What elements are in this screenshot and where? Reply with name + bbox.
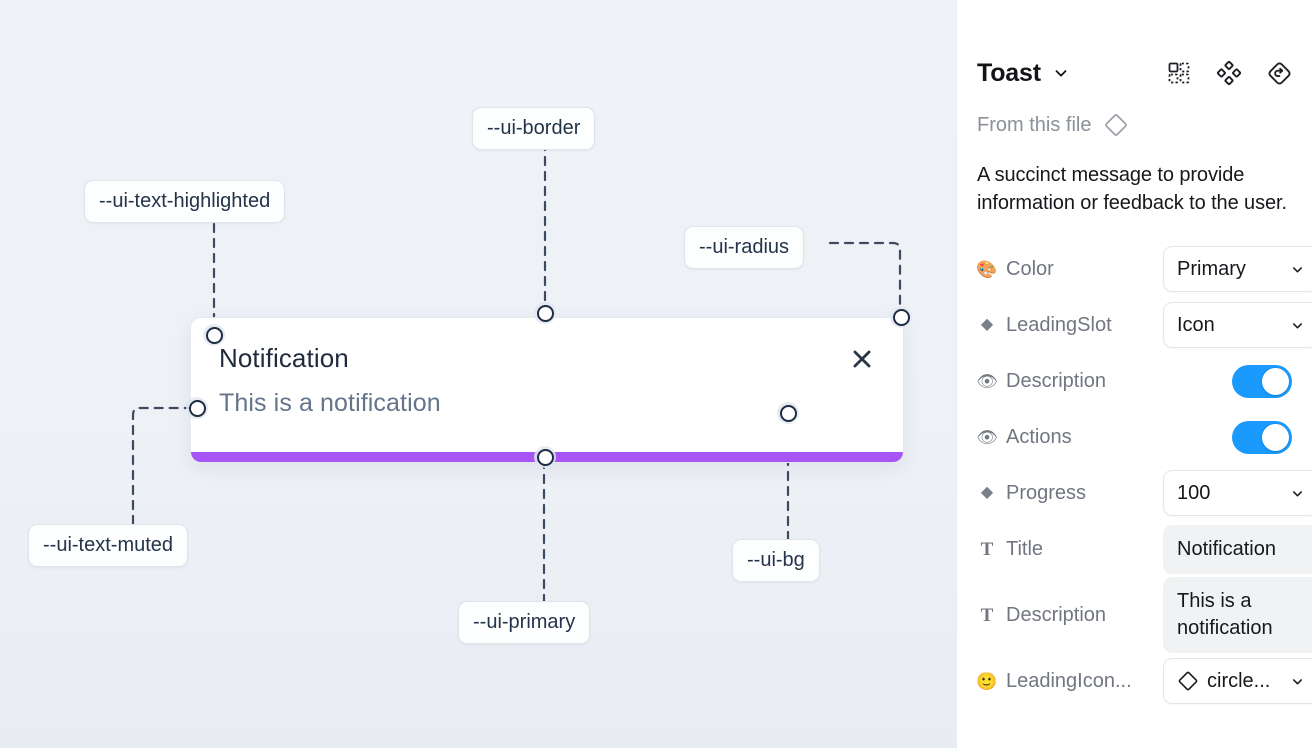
property-label-leadingslot: ◆ LeadingSlot [977, 314, 1163, 337]
token-label-ui-text-muted[interactable]: --ui-text-muted [28, 524, 189, 567]
reset-instance-icon[interactable] [1266, 60, 1292, 86]
property-control-description-toggle [1232, 364, 1292, 398]
panel-header: Toast [977, 44, 1292, 102]
token-handle-ui-bg[interactable] [777, 402, 799, 424]
property-label-leadingicon: 🙂 LeadingIcon... [977, 669, 1132, 692]
property-row-actions-toggle: 👁 Actions [977, 409, 1292, 465]
property-row-description-toggle: 👁 Description [977, 353, 1292, 409]
properties-panel: Toast [956, 0, 1312, 748]
from-this-file-row: From this file [977, 112, 1292, 138]
chevron-down-icon [1284, 262, 1305, 277]
token-label-ui-primary[interactable]: --ui-primary [458, 601, 591, 644]
panel-header-actions [1166, 60, 1292, 86]
toast-title: Notification [219, 343, 349, 373]
property-label-actions-toggle: 👁 Actions [977, 425, 1072, 448]
property-row-title: T Title Notification [977, 521, 1312, 577]
property-label-progress: ◆ Progress [977, 482, 1163, 505]
description-input[interactable]: This is a notification [1163, 577, 1312, 654]
property-control-progress: 100 [1163, 470, 1312, 517]
description-toggle[interactable] [1232, 364, 1292, 398]
eye-icon: 👁 [977, 427, 998, 447]
token-handle-ui-text-muted[interactable] [186, 397, 208, 419]
property-row-description-text: T Description This is a notification [977, 577, 1312, 654]
property-control-leadingslot: Icon [1163, 302, 1312, 349]
token-label-ui-bg[interactable]: --ui-bg [732, 539, 820, 582]
chevron-down-icon [1284, 674, 1305, 689]
palette-icon: 🎨 [977, 259, 998, 279]
emoji-icon: 🙂 [977, 671, 998, 691]
property-control-description-text: This is a notification [1163, 577, 1312, 654]
token-label-ui-border[interactable]: --ui-border [472, 107, 596, 150]
property-control-color: Primary [1163, 246, 1312, 293]
diamond-component-icon [1177, 670, 1199, 692]
diamond-icon: ◆ [980, 484, 994, 502]
toast-component-preview[interactable]: Notification This is a notification [190, 317, 904, 463]
token-label-ui-text-highlighted[interactable]: --ui-text-highlighted [84, 180, 286, 223]
diamond-icon: ◆ [980, 316, 994, 334]
leadingslot-select[interactable]: Icon [1163, 302, 1312, 349]
toggle-knob [1262, 367, 1289, 395]
property-row-color: 🎨 Color Primary [977, 241, 1312, 297]
property-label-color: 🎨 Color [977, 257, 1054, 280]
annotation-connectors [131, 140, 902, 605]
property-label-description-toggle: 👁 Description [977, 369, 1107, 392]
toggle-knob [1262, 423, 1289, 451]
progress-select[interactable]: 100 [1163, 470, 1312, 517]
close-icon[interactable] [847, 344, 877, 374]
toast-body: Notification This is a notification [191, 318, 903, 456]
property-control-title: Notification [1163, 524, 1312, 574]
token-handle-ui-border[interactable] [534, 302, 556, 324]
component-description: A succinct message to provide informatio… [977, 164, 1287, 214]
token-handle-ui-text-highlighted[interactable] [203, 324, 225, 346]
property-row-leadingicon: 🙂 LeadingIcon... circle... [977, 653, 1312, 709]
property-list: 🎨 Color Primary ◆ LeadingSlot [977, 241, 1312, 709]
component-dots-icon[interactable] [1216, 60, 1242, 86]
title-input[interactable]: Notification [1163, 524, 1312, 574]
chevron-down-icon [1284, 486, 1305, 501]
token-handle-ui-primary[interactable] [534, 446, 556, 468]
property-control-actions-toggle [1232, 420, 1292, 454]
property-row-progress: ◆ Progress 100 [977, 465, 1312, 521]
color-select[interactable]: Primary [1163, 246, 1312, 293]
token-label-ui-radius[interactable]: --ui-radius [684, 226, 805, 269]
from-this-file-label: From this file [977, 113, 1092, 136]
actions-toggle[interactable] [1232, 420, 1292, 454]
property-row-leadingslot: ◆ LeadingSlot Icon [977, 297, 1312, 353]
text-icon: T [980, 538, 994, 560]
chevron-down-icon [1284, 318, 1305, 333]
variants-icon[interactable] [1166, 60, 1192, 86]
toast-description: This is a notification [219, 388, 441, 417]
text-icon: T [980, 604, 994, 626]
leadingicon-select[interactable]: circle... [1163, 658, 1312, 705]
property-label-title: T Title [977, 538, 1163, 561]
chevron-down-icon[interactable] [1052, 64, 1070, 82]
eye-icon: 👁 [977, 371, 998, 391]
design-canvas[interactable]: Notification This is a notification --ui… [0, 0, 956, 748]
page-title: Toast [977, 58, 1041, 87]
property-label-description-text: T Description [977, 604, 1163, 627]
property-control-leadingicon: circle... [1163, 658, 1312, 705]
token-handle-ui-radius[interactable] [890, 306, 912, 328]
diamond-component-icon [1105, 114, 1128, 136]
